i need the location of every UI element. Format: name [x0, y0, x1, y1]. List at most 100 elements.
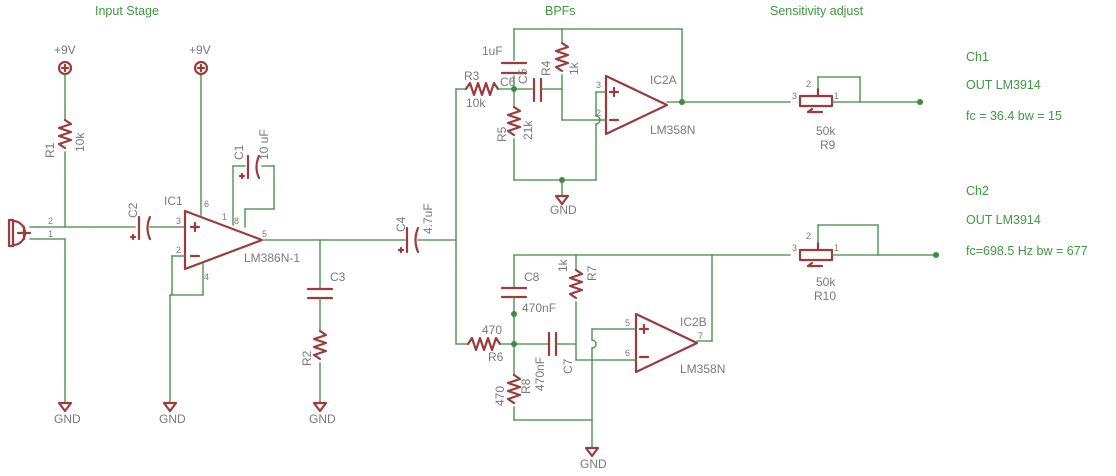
- supply-label-ic1: +9V: [189, 43, 211, 57]
- capacitor-c7: [547, 331, 558, 357]
- c5-value: 1uF: [482, 44, 503, 58]
- r10-pin-3: 3: [792, 243, 797, 253]
- c4-name: C4: [394, 216, 408, 232]
- r9-pin-3: 3: [792, 91, 797, 101]
- mic-pin-1: 1: [48, 229, 53, 239]
- c6-name: C6: [500, 75, 516, 89]
- resistor-r2: [312, 329, 328, 361]
- c1-value: 10 uF: [257, 129, 271, 160]
- r9-value: 50k: [816, 124, 836, 138]
- potentiometer-r9: [798, 94, 834, 108]
- ic2b-part: LM358N: [680, 362, 725, 376]
- c1-name: C1: [232, 144, 246, 160]
- resistor-r4: [554, 41, 570, 73]
- ic2a-pin-3: 3: [596, 80, 601, 90]
- ic2b-pin-7: 7: [698, 331, 703, 341]
- c8-value: 470nF: [522, 301, 556, 315]
- r1-name: R1: [43, 142, 57, 158]
- r7-name: R7: [585, 265, 599, 281]
- capacitor-c8: [500, 286, 528, 299]
- ch2-out: OUT LM3914: [966, 213, 1041, 227]
- opamp-ic2b: [634, 312, 699, 374]
- capacitor-c3: [306, 287, 334, 300]
- r5-value: 21k: [521, 120, 535, 140]
- ground-label-r2: GND: [309, 412, 336, 426]
- mic-pin-2: 2: [48, 216, 53, 226]
- resistor-r5: [506, 105, 522, 137]
- r1-value: 10k: [73, 132, 87, 152]
- c3-name: C3: [330, 270, 346, 284]
- c2-name: C2: [126, 202, 140, 218]
- c7-value: 470nF: [533, 357, 547, 391]
- r3-value: 10k: [466, 96, 486, 110]
- section-bpfs: BPFs: [545, 4, 576, 18]
- ground-symbol-bpf1: [554, 194, 570, 206]
- c7-name: C7: [561, 358, 575, 374]
- ch1-fc: fc = 36.4 bw = 15: [966, 109, 1062, 123]
- opamp-ic1: [183, 209, 264, 271]
- ground-symbol-mic: [57, 401, 73, 413]
- ic2b-name: IC2B: [680, 315, 707, 329]
- resistor-r3: [464, 81, 500, 97]
- c5-name: C5: [516, 68, 530, 84]
- resistor-r8: [506, 373, 522, 405]
- r7-value: 1k: [556, 258, 570, 272]
- r9-name: R9: [820, 138, 836, 152]
- r10-pin-2: 2: [806, 231, 811, 241]
- r4-value: 1k: [567, 61, 581, 75]
- ground-symbol-ic1: [162, 401, 178, 413]
- ground-label-bpf1: GND: [550, 203, 577, 217]
- ic2b-pin-5: 5: [625, 318, 630, 328]
- ic1-pin-5: 5: [262, 229, 267, 239]
- ic1-name: IC1: [164, 194, 183, 208]
- supply-label-r1: +9V: [54, 43, 76, 57]
- c8-name: C8: [524, 270, 540, 284]
- supply-symbol-r1: [57, 60, 73, 76]
- ground-label-mic: GND: [54, 412, 81, 426]
- section-sensitivity-adjust: Sensitivity adjust: [770, 4, 864, 18]
- r10-pin-1: 1: [834, 243, 839, 253]
- ch1-out: OUT LM3914: [966, 78, 1041, 92]
- r5-name: R5: [495, 126, 509, 142]
- ground-symbol-r2: [312, 401, 328, 413]
- r8-name: R8: [519, 378, 533, 394]
- r4-name: R4: [539, 60, 553, 76]
- resistor-r1: [57, 118, 73, 150]
- ic1-part: LM386N-1: [244, 251, 300, 265]
- ic1-pin-1: 1: [222, 212, 227, 222]
- ch1-title: Ch1: [966, 50, 989, 64]
- ic2a-name: IC2A: [650, 73, 677, 87]
- ground-symbol-bpf2: [584, 446, 600, 458]
- section-input-stage: Input Stage: [95, 4, 159, 18]
- ic1-pin-6: 6: [204, 199, 209, 209]
- r9-pin-2: 2: [806, 79, 811, 89]
- capacitor-c5: [500, 61, 528, 75]
- ic2b-pin-6: 6: [625, 348, 630, 358]
- ic1-pin-8: 8: [234, 216, 239, 226]
- potentiometer-r10: [798, 248, 834, 262]
- r6-value: 470: [482, 323, 502, 337]
- ic1-pin-4: 4: [204, 272, 209, 282]
- capacitor-c4: [397, 226, 420, 254]
- capacitor-c6: [532, 77, 543, 103]
- ground-label-ic1: GND: [159, 412, 186, 426]
- microphone: [7, 218, 39, 248]
- ic1-pin-3: 3: [176, 216, 181, 226]
- resistor-r7: [568, 268, 584, 300]
- r6-name: R6: [488, 350, 504, 364]
- resistor-r6: [466, 336, 502, 352]
- r10-value: 50k: [816, 275, 836, 289]
- r3-name: R3: [464, 69, 480, 83]
- capacitor-c1: [238, 154, 261, 180]
- c4-value: 4.7uF: [421, 203, 435, 234]
- r10-name: R10: [814, 289, 836, 303]
- ic2a-pin-2: 2: [596, 108, 601, 118]
- supply-symbol-ic1: [193, 60, 209, 76]
- opamp-ic2a: [604, 74, 669, 136]
- ic1-pin-2: 2: [176, 245, 181, 255]
- r9-pin-1: 1: [834, 91, 839, 101]
- ic2a-part: LM358N: [650, 123, 695, 137]
- ground-label-bpf2: GND: [580, 457, 607, 471]
- r2-name: R2: [300, 350, 314, 366]
